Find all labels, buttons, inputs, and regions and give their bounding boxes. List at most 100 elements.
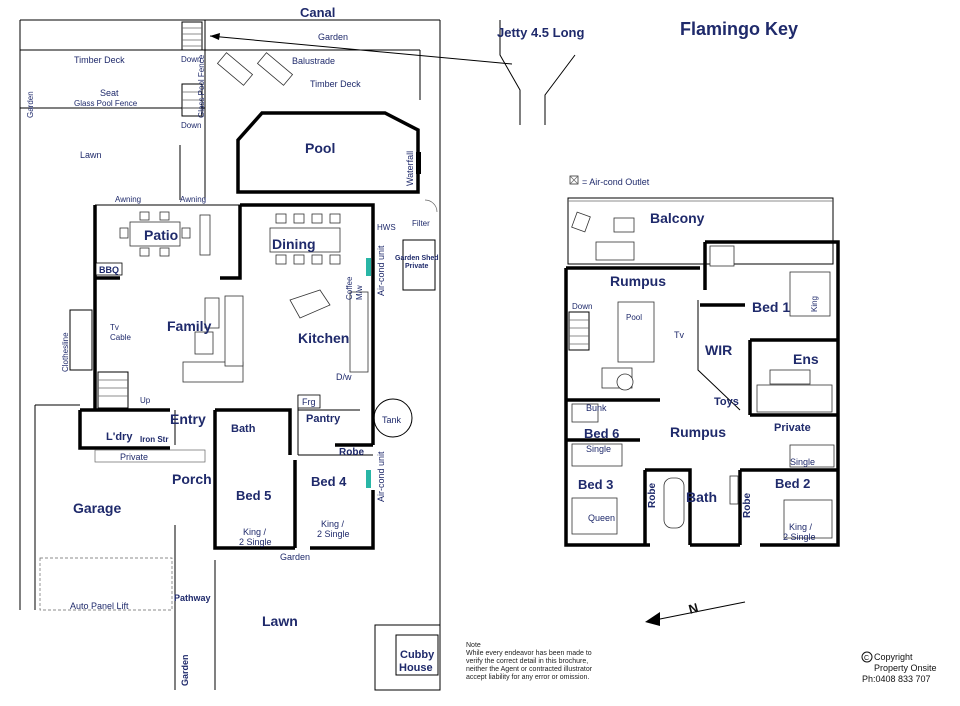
- garden-left-label: Garden: [26, 91, 35, 118]
- balcony-table: [613, 217, 635, 233]
- ens-shower: [756, 384, 833, 413]
- bunk-bed: [571, 403, 599, 423]
- wall-bed4: [310, 490, 375, 550]
- waterfall-mark: [416, 152, 421, 174]
- tv-label: Tv: [110, 323, 119, 332]
- ff-wall-robe-bath: [645, 468, 692, 545]
- bath-label: Bath: [231, 423, 256, 435]
- bed2-sub1: King /: [789, 522, 813, 532]
- ff-wall-west: [564, 268, 650, 547]
- title: Flamingo Key: [680, 19, 798, 39]
- wall-laundry: [78, 410, 170, 450]
- fridge: [297, 394, 321, 409]
- ff-tv-label: Tv: [674, 330, 684, 340]
- copyright-line1: Copyright: [874, 652, 913, 662]
- tank: [373, 398, 413, 438]
- pool-outline: [236, 111, 420, 194]
- lawn-top-label: Lawn: [80, 150, 102, 160]
- cubby-1-label: Cubby: [400, 649, 435, 661]
- auto-panel-lift: [39, 557, 173, 611]
- dw-label: D/w: [336, 372, 352, 382]
- family-lounge: [182, 295, 244, 383]
- ff-single-bed: [789, 444, 835, 468]
- stairs-top: [181, 21, 203, 51]
- bed4-sub1: King /: [321, 519, 345, 529]
- ff-bath-label: Bath: [686, 489, 717, 505]
- aircond-marker-2: [366, 470, 371, 488]
- filter-label: Filter: [412, 219, 430, 228]
- bed5-label: Bed 5: [236, 488, 271, 503]
- bed4-label: Bed 4: [311, 474, 347, 489]
- laundry-label: L'dry: [106, 431, 133, 443]
- copyright-symbol: C: [864, 655, 869, 662]
- garden-top-label: Garden: [318, 32, 348, 42]
- queen-label: Queen: [588, 513, 615, 523]
- private-hedge: [94, 449, 206, 463]
- garage-label: Garage: [73, 500, 121, 516]
- rumpus-top-label: Rumpus: [610, 273, 666, 289]
- garden-bottom-left-label: Garden: [180, 654, 190, 686]
- garden-shed-label: Garden Shed: [395, 255, 439, 262]
- balcony-sofa: [595, 241, 635, 261]
- bath-shower: [729, 475, 739, 505]
- toys-label: Toys: [714, 396, 739, 408]
- rumpus-table: [616, 373, 634, 391]
- north-symbol: N: [687, 600, 700, 617]
- bed1-label: Bed 1: [752, 299, 790, 315]
- jetty-label: Jetty 4.5 Long: [497, 25, 584, 40]
- bed1-chair: [709, 245, 735, 267]
- note-heading: Note: [466, 642, 481, 649]
- internal-stairs: [97, 371, 129, 409]
- pool-table-label: Pool: [626, 313, 642, 322]
- bbq-label: BBQ: [99, 265, 119, 275]
- gate-swing: [424, 199, 438, 213]
- coffee-label: Coffee: [345, 276, 354, 300]
- garden-bottom-label: Garden: [280, 552, 310, 562]
- garden-shed: [402, 239, 436, 291]
- bed4-sub2: 2 Single: [317, 529, 350, 539]
- auto-panel-lift-label: Auto Panel Lift: [70, 601, 129, 611]
- wall-north-east: [240, 203, 375, 445]
- clothesline: [69, 309, 93, 371]
- copyright-line3: Ph:0408 833 707: [862, 674, 931, 684]
- mw-label: M/w: [355, 285, 364, 300]
- kitchen-island: [289, 289, 331, 319]
- cubby-house-yard: [374, 624, 441, 691]
- wir-label: WIR: [705, 342, 732, 358]
- disclaimer-note: Note While every endeavor has been made …: [466, 642, 606, 682]
- frg-label: Frg: [302, 397, 316, 407]
- bed2-sub2: 2 Single: [783, 532, 816, 542]
- bed6-single: [571, 443, 623, 467]
- ens-vanity: [769, 369, 811, 385]
- robe-label: Robe: [339, 447, 364, 458]
- canal-label: Canal: [300, 5, 335, 20]
- kitchen-label: Kitchen: [298, 330, 349, 346]
- ens-label: Ens: [793, 351, 819, 367]
- north-arrow: N: [645, 600, 746, 626]
- ff-stairs: [568, 311, 590, 351]
- single-right-label: Single: [790, 457, 815, 467]
- copyright-line2: Property Onsite: [874, 663, 937, 673]
- cubby-2-label: House: [399, 662, 433, 674]
- aircond-unit-1-label: Air-cond unit: [376, 245, 386, 296]
- patio-table: [119, 211, 211, 257]
- porch-label: Porch: [172, 471, 212, 487]
- clothesline-label: Clothesline: [61, 332, 70, 372]
- copyright-circle: [861, 651, 873, 663]
- dining-label: Dining: [272, 236, 316, 252]
- ff-wall-wir-diag: [697, 300, 741, 411]
- down-top-label: Down: [181, 55, 201, 64]
- down-bottom-label: Down: [181, 121, 201, 130]
- pool-table: [617, 301, 655, 363]
- bath-tub: [663, 477, 685, 529]
- robe-left-label: Robe: [647, 483, 658, 508]
- note-body: While every endeavor has been made to ve…: [466, 650, 593, 681]
- wall-bath: [215, 408, 292, 455]
- king-label: King: [810, 296, 819, 312]
- entry-label: Entry: [170, 411, 206, 427]
- cubby-house: [395, 634, 439, 676]
- bed5-sub2: 2 Single: [239, 537, 272, 547]
- bed5-sub1: King /: [243, 527, 267, 537]
- bed6-label: Bed 6: [584, 426, 619, 441]
